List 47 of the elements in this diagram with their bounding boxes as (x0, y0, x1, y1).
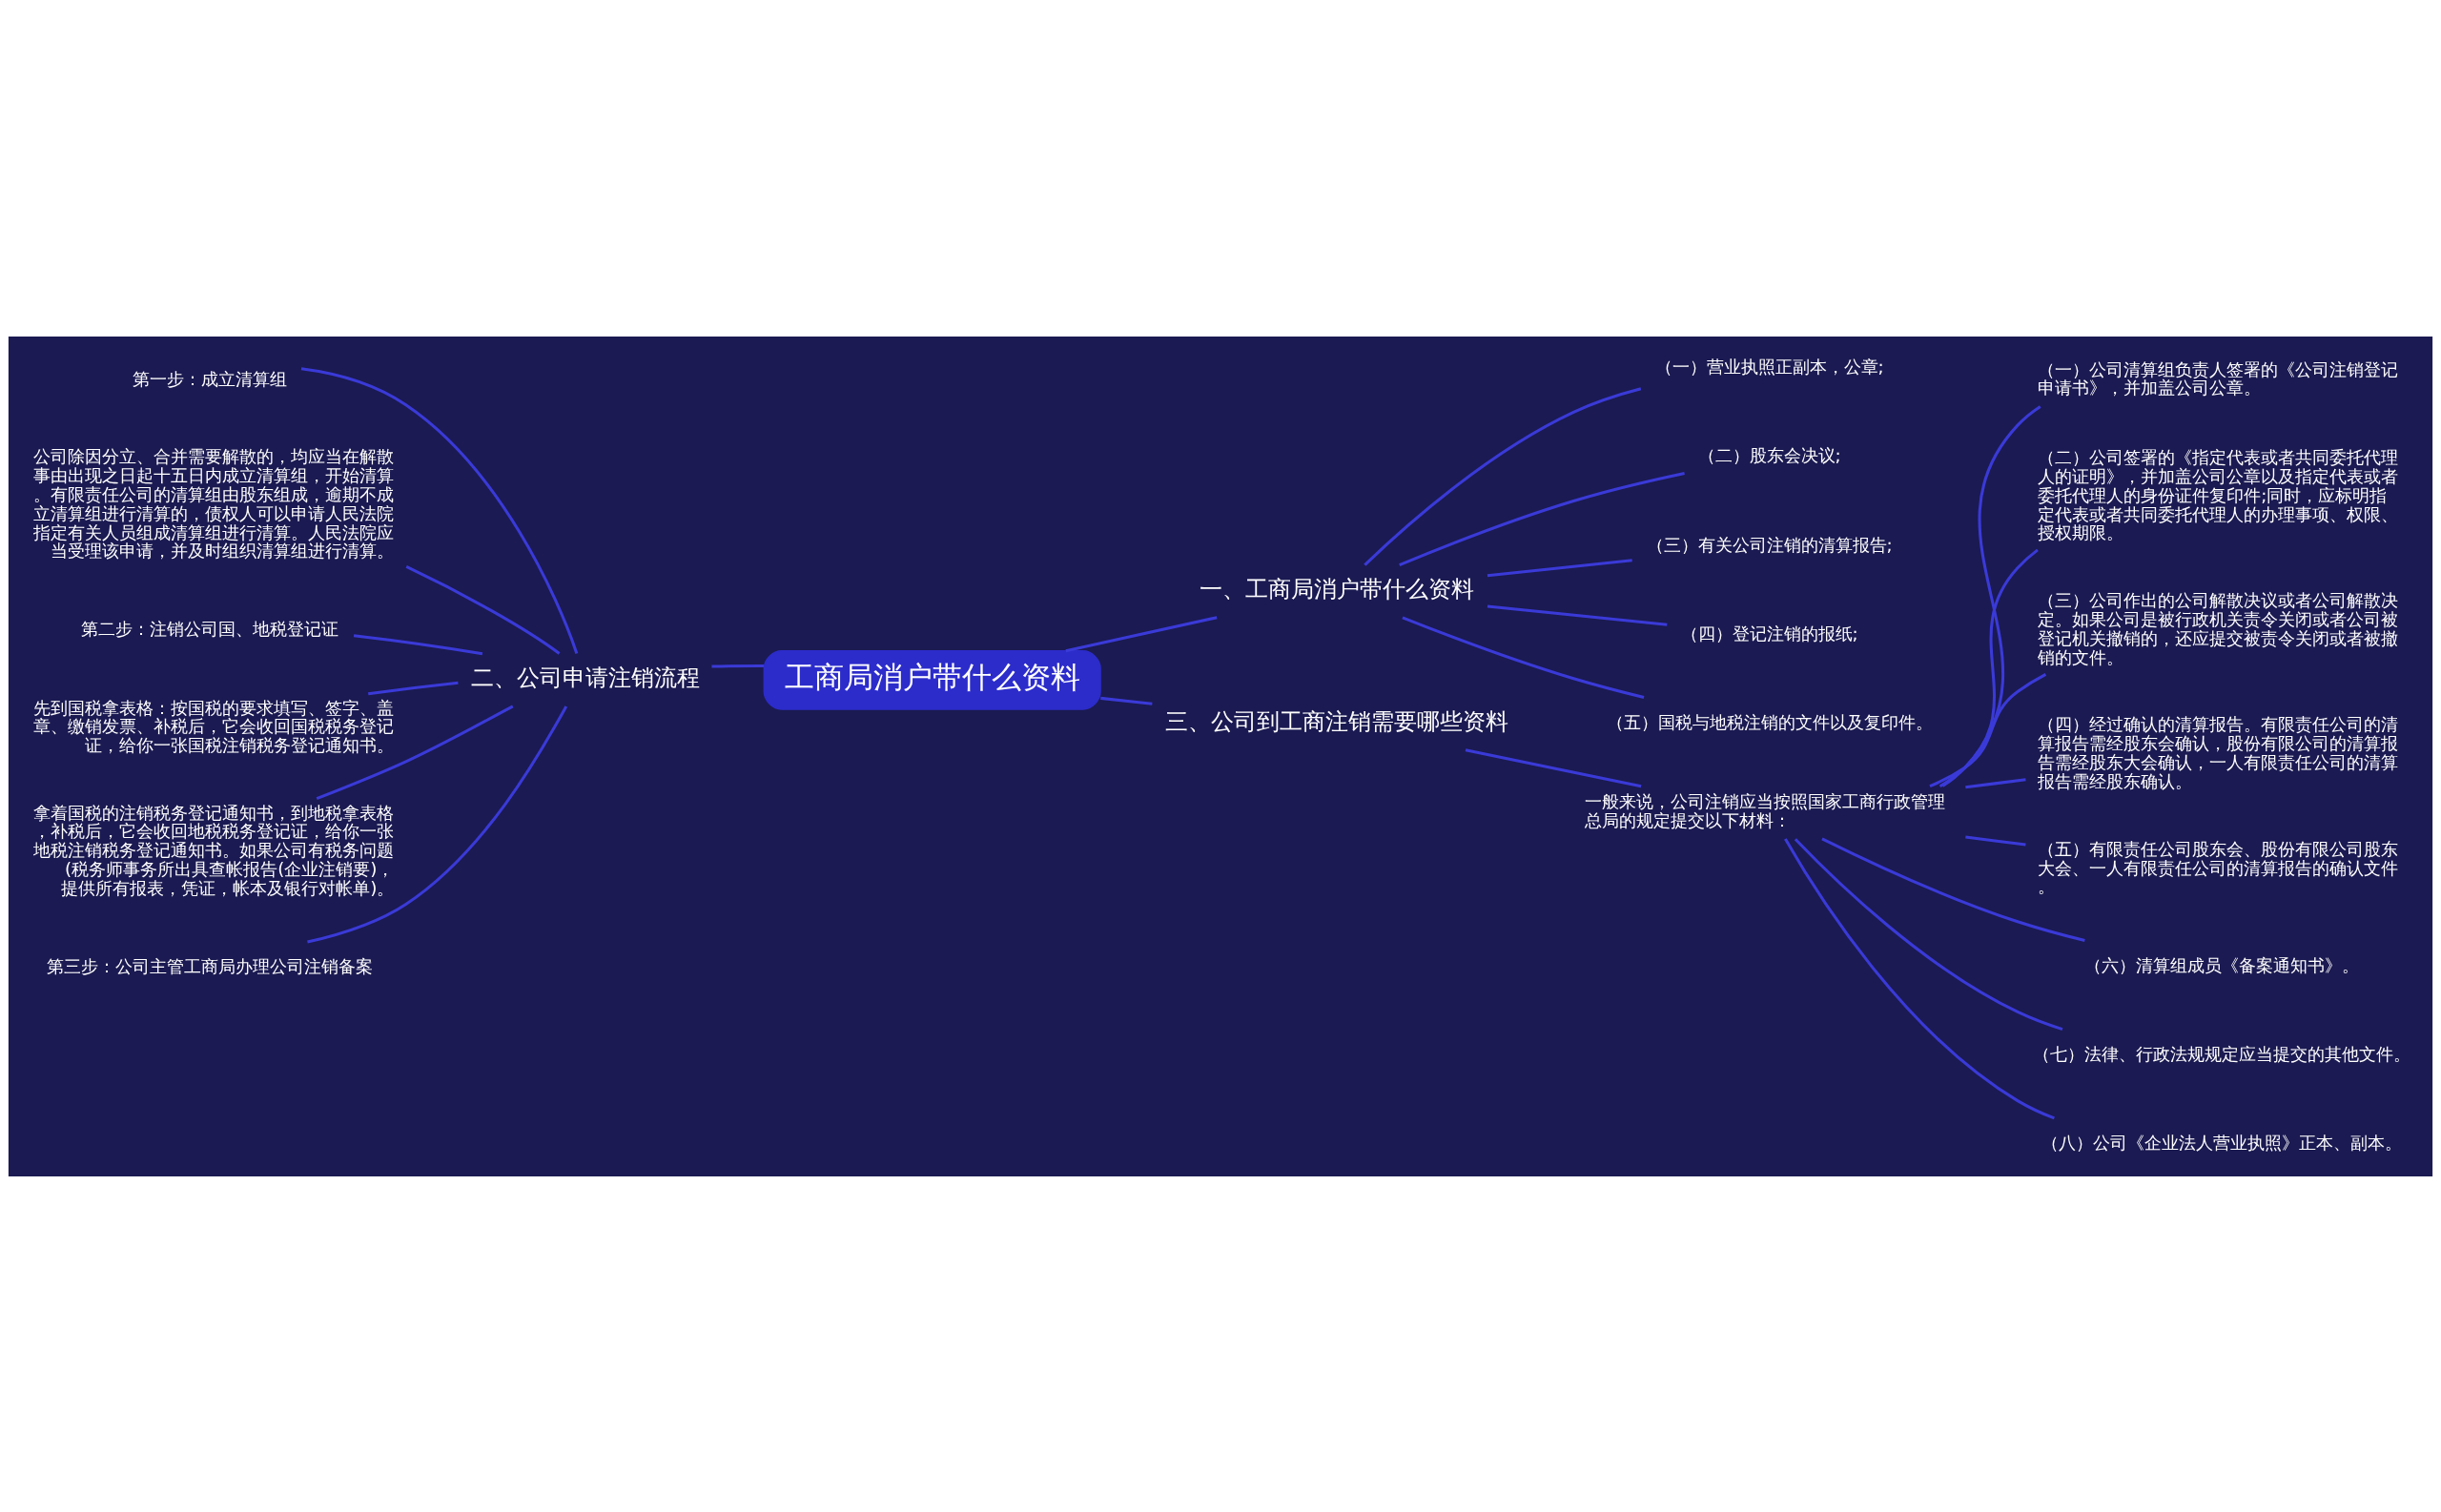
node-box: 工商局消户带什么资料 (763, 649, 1101, 710)
node-text: （四）登记注销的报纸; (1680, 623, 1858, 644)
connector (1929, 672, 2047, 787)
connector (1821, 836, 2085, 942)
node-text: 公司除因分立、合并需要解散的，均应当在解散事由出现之日起十五日内成立清算组，开始清算。有限责任公司的清算组由股东组成，逾期不成立清算组进行清算的，债权人可以申请人民法院指定有关人员组成清算组进行清算。人民法院应当受理该申请，并及时组织清算组进行清算。 (33, 445, 395, 561)
connector (1364, 386, 1642, 566)
connector (307, 705, 568, 944)
connector (1465, 747, 1642, 787)
node-text: （二）公司签署的《指定代表或者共同委托代理人的证明》，并加盖公司公章以及指定代表或者委托代理人的身份证件复印件;同时，应标明指定代表或者共同委托代理人的办理事项、权限、授权期限。 (2038, 446, 2399, 542)
connector (353, 633, 483, 655)
connector (1100, 696, 1153, 705)
node-text: （七）法律、行政法规规定应当提交的其他文件。 (2033, 1043, 2411, 1064)
connector (1487, 604, 1668, 626)
node-text: 拿着国税的注销税务登记通知书，到地税拿表格，补税后，它会收回地税税务登记证，给你一张地税注销税务登记通知书。如果公司有税务问题(税务师事务所出具查帐报告(企业注销要)，提供所有报表，凭证，帐本及银行对帐单)。 (33, 802, 395, 898)
connector (1938, 548, 2039, 787)
connector (1794, 837, 2063, 1031)
connector (711, 664, 764, 667)
node-text: （五）有限责任公司股东会、股份有限公司股东大会、一人有限责任公司的清算报告的确认文件。 (2038, 838, 2399, 896)
node-text: （一）公司清算组负责人签署的《公司注销登记申请书》，并加盖公司公章。 (2038, 358, 2399, 398)
node-text: 三、公司到工商注销需要哪些资料 (1165, 706, 1509, 735)
node-text: （四）经过确认的清算报告。有限责任公司的清算报告需经股东会确认，股份有限公司的清算报告需经股东大会确认，一人有限责任公司的清算报告需经股东确认。 (2038, 713, 2399, 791)
node-text: （八）公司《企业法人营业执照》正本、副本。 (2041, 1132, 2403, 1153)
node-text: 先到国税拿表格：按国税的要求填写、签字、盖章、缴销发票、补税后，它会收回国税税务登记证，给你一张国税注销税务登记通知书。 (33, 697, 395, 755)
node-text: 第一步：成立清算组 (133, 368, 288, 389)
connector (1965, 835, 2026, 847)
connector (1784, 837, 2055, 1119)
connector (1965, 777, 2026, 788)
node-text: 第三步：公司主管工商局办理公司注销备案 (47, 955, 374, 976)
node-text: （一）营业执照正副本，公章; (1654, 356, 1884, 377)
connector (1941, 404, 2041, 787)
connector (1487, 558, 1632, 577)
connector (405, 564, 561, 655)
node-text: （五）国税与地税注销的文件以及复印件。 (1606, 711, 1933, 732)
connector (1402, 615, 1645, 699)
node-text: （三）有关公司注销的清算报告; (1646, 534, 1893, 555)
connector (300, 366, 579, 654)
connector (1065, 615, 1218, 652)
connector (368, 681, 459, 695)
node-text: （六）清算组成员《备案通知书》。 (2084, 954, 2360, 975)
node-text: 第二步：注销公司国、地税登记证 (81, 618, 339, 639)
node-text: 一般来说，公司注销应当按照国家工商行政管理总局的规定提交以下材料： (1585, 790, 1946, 830)
node-text: 一、工商局消户带什么资料 (1200, 574, 1475, 603)
connector (316, 705, 514, 800)
node-text: 二、公司申请注销流程 (470, 663, 700, 691)
node-text: （二）股东会决议; (1697, 444, 1841, 465)
node-text: （三）公司作出的公司解散决议或者公司解散决定。如果公司是被行政机关责令关闭或者公司被登记机关撤销的，还应提交被责令关闭或者被撤销的文件。 (2038, 589, 2399, 667)
connector (1399, 471, 1685, 566)
